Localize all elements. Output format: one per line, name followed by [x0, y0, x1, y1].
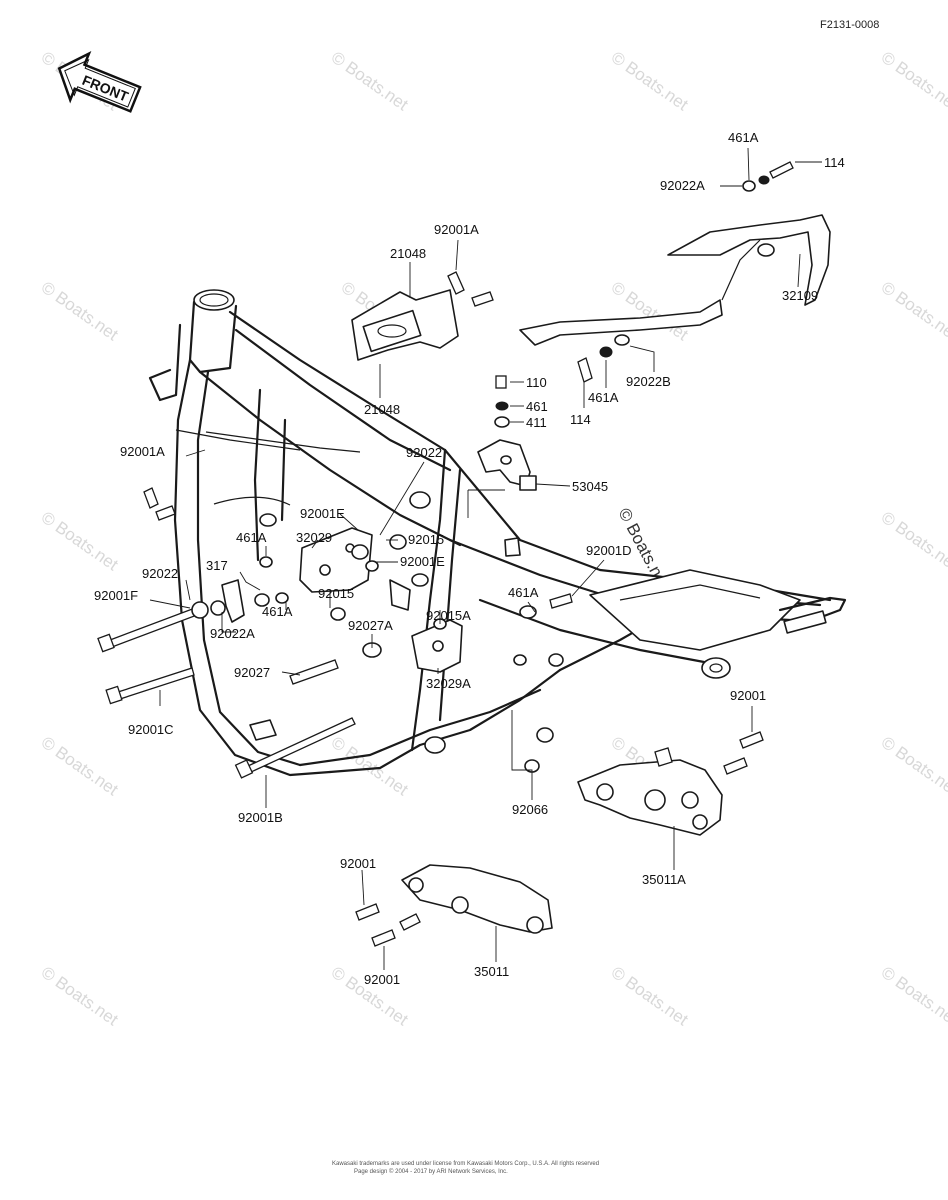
part-label: 92001E: [400, 554, 445, 569]
part-label: 92001B: [238, 810, 283, 825]
part-32109-handle: [519, 214, 831, 346]
part-label: 92022A: [660, 178, 705, 193]
part-label: 32029A: [426, 676, 471, 691]
watermark: © Boats.net: [608, 963, 692, 1030]
watermark: © Boats.net: [878, 963, 948, 1030]
front-arrow-icon: FRONT: [57, 50, 142, 113]
part-label: 35011A: [642, 872, 686, 887]
watermark: © Boats.net: [38, 963, 122, 1030]
reference-code: F2131-0008: [820, 19, 879, 31]
watermark: © Boats.net: [38, 278, 122, 345]
part-label: 461A: [508, 585, 539, 600]
part-label: 92015: [318, 586, 354, 601]
long-bolts: [97, 607, 356, 779]
part-label: 461A: [236, 530, 267, 545]
watermark: © Boats.net: [38, 508, 122, 575]
part-label: 317: [206, 558, 228, 573]
part-label: 21048: [364, 402, 400, 417]
part-label: 21048: [390, 246, 426, 261]
part-label: 92027: [234, 665, 270, 680]
watermark: © Boats.net: [608, 48, 692, 115]
watermark: © Boats.net: [878, 508, 948, 575]
part-label: 92001A: [120, 444, 165, 459]
watermark: © Boats.net: [38, 733, 122, 800]
part-label: 32029: [296, 530, 332, 545]
part-label: 35011: [474, 964, 509, 979]
part-21048-bracket: [351, 289, 459, 361]
part-labels: 114 461A 92022A 32109 92001A 21048 21048…: [94, 130, 845, 987]
part-label: 92001: [340, 856, 376, 871]
part-label: 92027A: [348, 618, 393, 633]
watermark: © Boats.net: [878, 278, 948, 345]
part-label: 53045: [572, 479, 608, 494]
main-frame: [148, 289, 847, 777]
part-label: 114: [824, 155, 845, 170]
part-label: 92015: [408, 532, 444, 547]
part-label: 110: [526, 375, 547, 390]
part-label: 92015A: [426, 608, 471, 623]
part-label: 411: [526, 415, 547, 430]
part-label: 92022: [406, 445, 442, 460]
part-label: 92022: [142, 566, 178, 581]
part-32029a-plate: [411, 619, 463, 673]
part-label: 92001F: [94, 588, 138, 603]
part-label: 461: [526, 399, 548, 414]
part-label: 92001C: [128, 722, 174, 737]
part-label: 461A: [262, 604, 293, 619]
watermark: © Boats.net: [878, 733, 948, 800]
part-label: 461A: [728, 130, 759, 145]
leader-lines: [149, 147, 822, 970]
part-label: 92001D: [586, 543, 632, 558]
part-label: 32109: [782, 288, 818, 303]
part-53045-bracket: [477, 439, 537, 491]
watermark: © Boats.net: [878, 48, 948, 115]
small-fasteners: [143, 161, 794, 947]
part-label: 92001A: [434, 222, 479, 237]
footer-design: Page design © 2004 - 2017 by ARI Network…: [354, 1168, 508, 1175]
part-317-clamp: [221, 579, 245, 623]
part-label: 92001: [730, 688, 766, 703]
part-label: 92022B: [626, 374, 671, 389]
part-label: 92001: [364, 972, 400, 987]
part-35011-footrest-bracket: [401, 864, 553, 934]
watermark: © Boats.net: [328, 48, 412, 115]
part-label: 92022A: [210, 626, 255, 641]
part-label: 461A: [588, 390, 619, 405]
part-35011a-footrest-bracket: [577, 759, 723, 836]
part-label: 92001E: [300, 506, 345, 521]
part-32029-plate: [299, 527, 373, 593]
part-label: 92066: [512, 802, 548, 817]
footer-copyright: Kawasaki trademarks are used under licen…: [332, 1161, 599, 1167]
part-label: 114: [570, 412, 591, 427]
